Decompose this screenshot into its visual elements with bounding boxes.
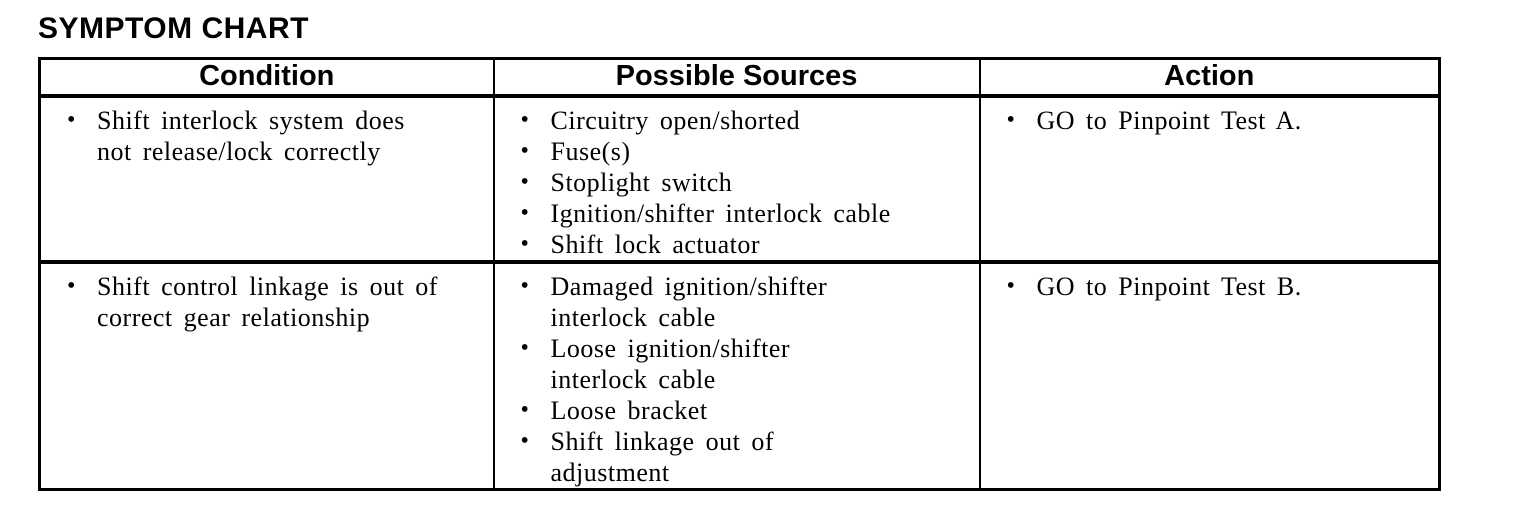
list-item: • Ignition/shifter interlock cable — [495, 198, 971, 229]
column-header-action: Action — [978, 57, 1441, 98]
possible-sources-cell: • Circuitry open/shorted • Fuse(s) • Stopli… — [492, 94, 981, 264]
source-text: Ignition/shifter interlock cable — [550, 198, 891, 228]
bullet-icon: • — [520, 137, 530, 164]
list-item: • Stoplight switch — [495, 167, 971, 198]
condition-text: Shift interlock system does not release/… — [97, 105, 405, 166]
list-item: • Shift lock actuator — [495, 229, 971, 260]
source-text: Circuitry open/shorted — [550, 105, 801, 135]
bullet-icon: • — [1006, 272, 1016, 299]
header-row: Condition Possible Sources Action — [38, 57, 1441, 98]
table-row: • Shift interlock system does not release… — [38, 94, 1441, 264]
column-header-possible-sources: Possible Sources — [492, 57, 981, 98]
list-item: • Loose bracket — [495, 395, 971, 426]
column-header-condition: Condition — [38, 57, 495, 98]
condition-cell: • Shift control linkage is out of correct… — [38, 260, 495, 490]
source-text: Stoplight switch — [550, 167, 733, 197]
list-item: • GO to Pinpoint Test B. — [981, 271, 1431, 302]
list-item: • Circuitry open/shorted — [495, 105, 971, 136]
bullet-icon: • — [67, 272, 76, 299]
bullet-icon: • — [67, 106, 76, 133]
bullet-icon: • — [1006, 106, 1016, 133]
bullet-icon: • — [520, 168, 530, 195]
action-cell: • GO to Pinpoint Test A. — [978, 94, 1441, 264]
list-item: • GO to Pinpoint Test A. — [981, 105, 1431, 136]
bullet-icon: • — [520, 334, 530, 361]
source-text: Shift linkage out of adjustment — [550, 426, 774, 487]
list-item: • Damaged ignition/shifter interlock cabl… — [495, 271, 971, 333]
table-row: • Shift control linkage is out of correct… — [38, 260, 1441, 490]
bullet-icon: • — [520, 106, 530, 133]
list-item: • Shift interlock system does not release… — [41, 105, 485, 167]
list-item: • Fuse(s) — [495, 136, 971, 167]
list-item: • Shift control linkage is out of correct… — [41, 271, 485, 333]
action-text: GO to Pinpoint Test B. — [1036, 271, 1302, 301]
source-text: Loose ignition/shifter interlock cable — [550, 333, 791, 394]
source-text: Shift lock actuator — [550, 229, 761, 259]
source-text: Fuse(s) — [550, 136, 631, 166]
list-item: • Loose ignition/shifter interlock cable — [495, 333, 971, 395]
source-text: Damaged ignition/shifter interlock cable — [550, 271, 828, 332]
possible-sources-cell: • Damaged ignition/shifter interlock cabl… — [492, 260, 981, 490]
bullet-icon: • — [520, 272, 530, 299]
action-cell: • GO to Pinpoint Test B. — [978, 260, 1441, 490]
bullet-icon: • — [520, 396, 530, 423]
condition-text: Shift control linkage is out of correct … — [97, 271, 438, 332]
bullet-icon: • — [520, 427, 530, 454]
condition-cell: • Shift interlock system does not release… — [38, 94, 495, 264]
bullet-icon: • — [520, 199, 530, 226]
source-text: Loose bracket — [550, 395, 708, 425]
bullet-icon: • — [520, 230, 530, 257]
list-item: • Shift linkage out of adjustment — [495, 426, 971, 488]
page-title: SYMPTOM CHART — [38, 12, 309, 45]
action-text: GO to Pinpoint Test A. — [1036, 105, 1302, 135]
symptom-chart-table: Condition Possible Sources Action • Shift… — [38, 57, 1441, 491]
